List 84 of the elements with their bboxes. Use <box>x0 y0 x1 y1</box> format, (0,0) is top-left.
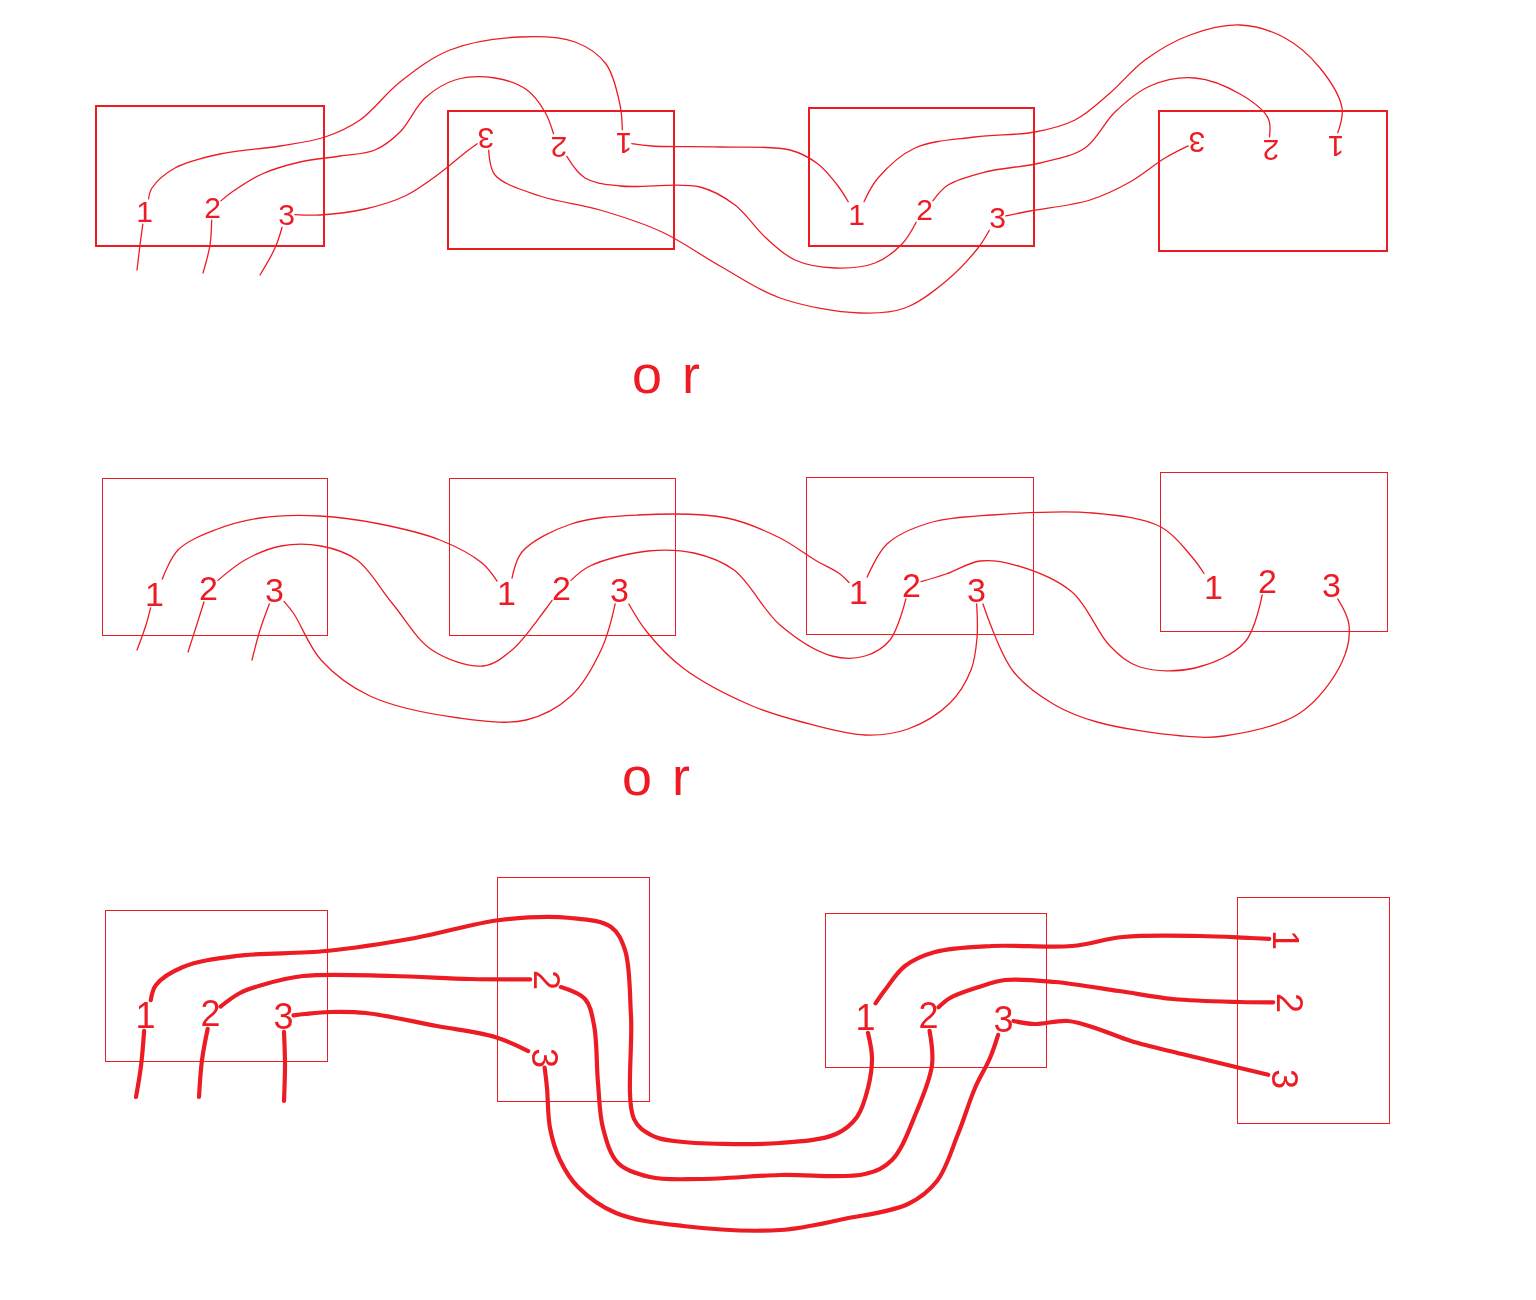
wire <box>217 543 553 667</box>
wire <box>488 149 990 314</box>
terminal-number: 1 <box>855 1002 876 1033</box>
device-box <box>1237 897 1390 1124</box>
terminal-number: 2 <box>199 573 218 602</box>
wire <box>196 1026 210 1100</box>
wire <box>251 603 270 661</box>
wire <box>570 549 907 659</box>
wire <box>631 142 849 203</box>
wire <box>220 76 555 202</box>
wire <box>566 155 917 269</box>
wire <box>628 603 978 736</box>
wire <box>873 933 1272 1006</box>
wire <box>161 514 498 582</box>
terminal-number: 1 <box>135 1000 156 1031</box>
device-box <box>1158 110 1388 252</box>
terminal-number: 2 <box>902 570 921 599</box>
terminal-number: 1 <box>849 577 868 606</box>
terminal-number: 3 <box>610 575 629 604</box>
terminal-number: 2 <box>918 1000 939 1031</box>
device-box <box>1160 472 1388 632</box>
wire <box>558 984 935 1182</box>
terminal-number: 1 <box>848 201 865 228</box>
terminal-number: 3 <box>273 1001 294 1032</box>
terminal-number: 1 <box>1327 132 1344 159</box>
terminal-number: 2 <box>1258 566 1277 595</box>
device-box <box>449 478 676 636</box>
wire <box>1005 145 1189 217</box>
separator-text: or <box>622 749 710 803</box>
terminal-number: 2 <box>200 998 221 1029</box>
terminal-number: 2 <box>916 196 933 223</box>
wire <box>294 143 478 216</box>
terminal-number: 3 <box>989 204 1006 231</box>
wire <box>542 1032 1001 1233</box>
wire <box>936 977 1276 1010</box>
terminal-number: 2 <box>1273 992 1304 1013</box>
terminal-number: 2 <box>530 969 561 990</box>
wire <box>259 226 283 276</box>
wire <box>932 77 1271 202</box>
terminal-number: 1 <box>615 129 632 156</box>
device-box <box>497 877 650 1102</box>
terminal-number: 2 <box>1262 136 1279 163</box>
wire <box>136 223 144 271</box>
terminal-number: 3 <box>1268 1068 1299 1089</box>
device-box <box>447 110 675 250</box>
device-box <box>102 478 328 636</box>
wire <box>1011 1018 1271 1077</box>
wire <box>982 598 1350 739</box>
terminal-number: 1 <box>1204 572 1223 601</box>
device-box <box>808 107 1035 247</box>
terminal-number: 3 <box>993 1004 1014 1035</box>
terminal-number: 3 <box>278 201 295 228</box>
terminal-number: 1 <box>1269 929 1300 950</box>
wire <box>148 914 875 1147</box>
terminal-number: 3 <box>1188 128 1205 155</box>
wire <box>291 1009 531 1054</box>
device-box <box>806 477 1034 635</box>
separator-text: or <box>632 347 720 401</box>
wire <box>147 35 623 200</box>
wire <box>866 511 1205 578</box>
terminal-number: 1 <box>145 579 164 608</box>
device-box <box>105 910 328 1062</box>
terminal-number: 2 <box>204 194 221 221</box>
wire <box>281 1029 288 1104</box>
terminal-number: 3 <box>528 1047 559 1068</box>
terminal-number: 2 <box>550 133 567 160</box>
terminal-number: 1 <box>136 198 153 225</box>
wire <box>133 1028 147 1100</box>
terminal-number: 3 <box>477 124 494 151</box>
terminal-number: 2 <box>552 573 571 602</box>
wire <box>136 607 152 651</box>
wire <box>202 219 213 274</box>
wire <box>283 600 616 723</box>
wire <box>187 601 205 653</box>
wire <box>511 513 850 584</box>
device-box <box>95 105 325 247</box>
wire <box>863 24 1343 203</box>
terminal-number: 3 <box>265 575 284 604</box>
device-box <box>825 913 1047 1068</box>
terminal-number: 1 <box>497 578 516 607</box>
wire <box>920 559 1263 672</box>
terminal-number: 3 <box>967 575 986 604</box>
terminal-number: 3 <box>1322 570 1341 599</box>
wire <box>218 972 533 1009</box>
